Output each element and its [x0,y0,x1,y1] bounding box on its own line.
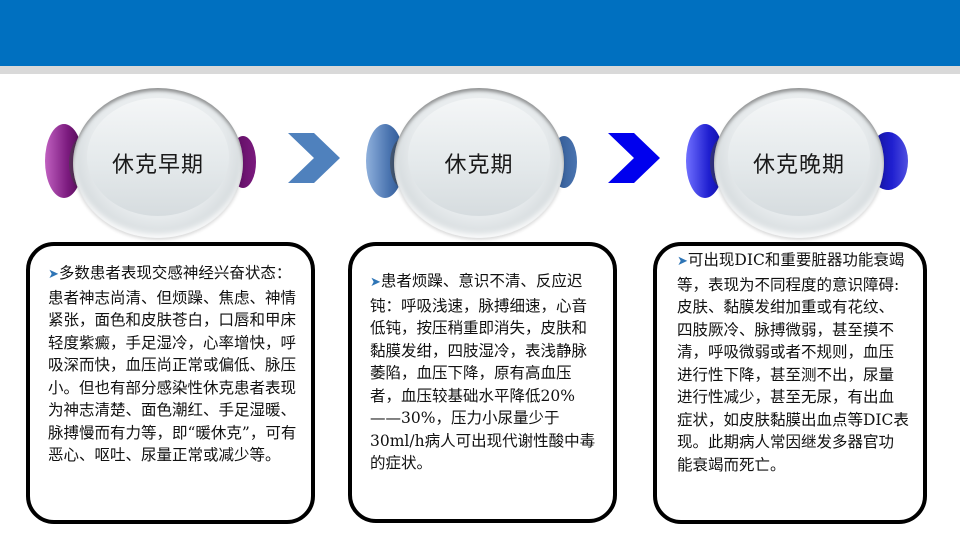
stage-shock: 休克期 [366,88,577,238]
stage-disc [714,88,884,238]
stage-label: 休克早期 [111,153,204,178]
card-text: 可出现DIC和重要脏器功能衰竭等，表现为不同程度的意识障碍:皮肤、黏膜发绀加重或… [677,251,909,474]
header-stripe [0,66,960,74]
bullet-arrow-icon: ➤ [677,254,688,269]
stage-disc [394,88,564,238]
chevron-right-icon [608,133,660,183]
card-text: 多数患者表现交感神经兴奋状态：患者神志尚清、但烦躁、焦虑、神情紧张，面色和皮肤苍… [48,264,297,464]
stage-label: 休克期 [444,153,514,178]
card-late-shock: ➤可出现DIC和重要脏器功能衰竭等，表现为不同程度的意识障碍:皮肤、黏膜发绀加重… [653,242,927,524]
stage-early-shock: 休克早期 [45,88,256,238]
card-text: 患者烦躁、意识不清、反应迟钝：呼吸浅速，脉搏细速，心音低钝，按压稍重即消失，皮肤… [370,272,596,472]
card-shock: ➤患者烦躁、意识不清、反应迟钝：呼吸浅速，脉搏细速，心音低钝，按压稍重即消失，皮… [348,242,617,523]
stage-label: 休克晚期 [752,153,845,178]
bullet-arrow-icon: ➤ [370,275,381,290]
stage-disc [73,88,243,238]
bullet-arrow-icon: ➤ [48,267,59,282]
stage-late-shock: 休克晚期 [686,88,908,238]
card-early-shock: ➤多数患者表现交感神经兴奋状态：患者神志尚清、但烦躁、焦虑、神情紧张，面色和皮肤… [26,242,315,524]
chevron-right-icon [288,133,340,183]
header-bar [0,0,960,66]
